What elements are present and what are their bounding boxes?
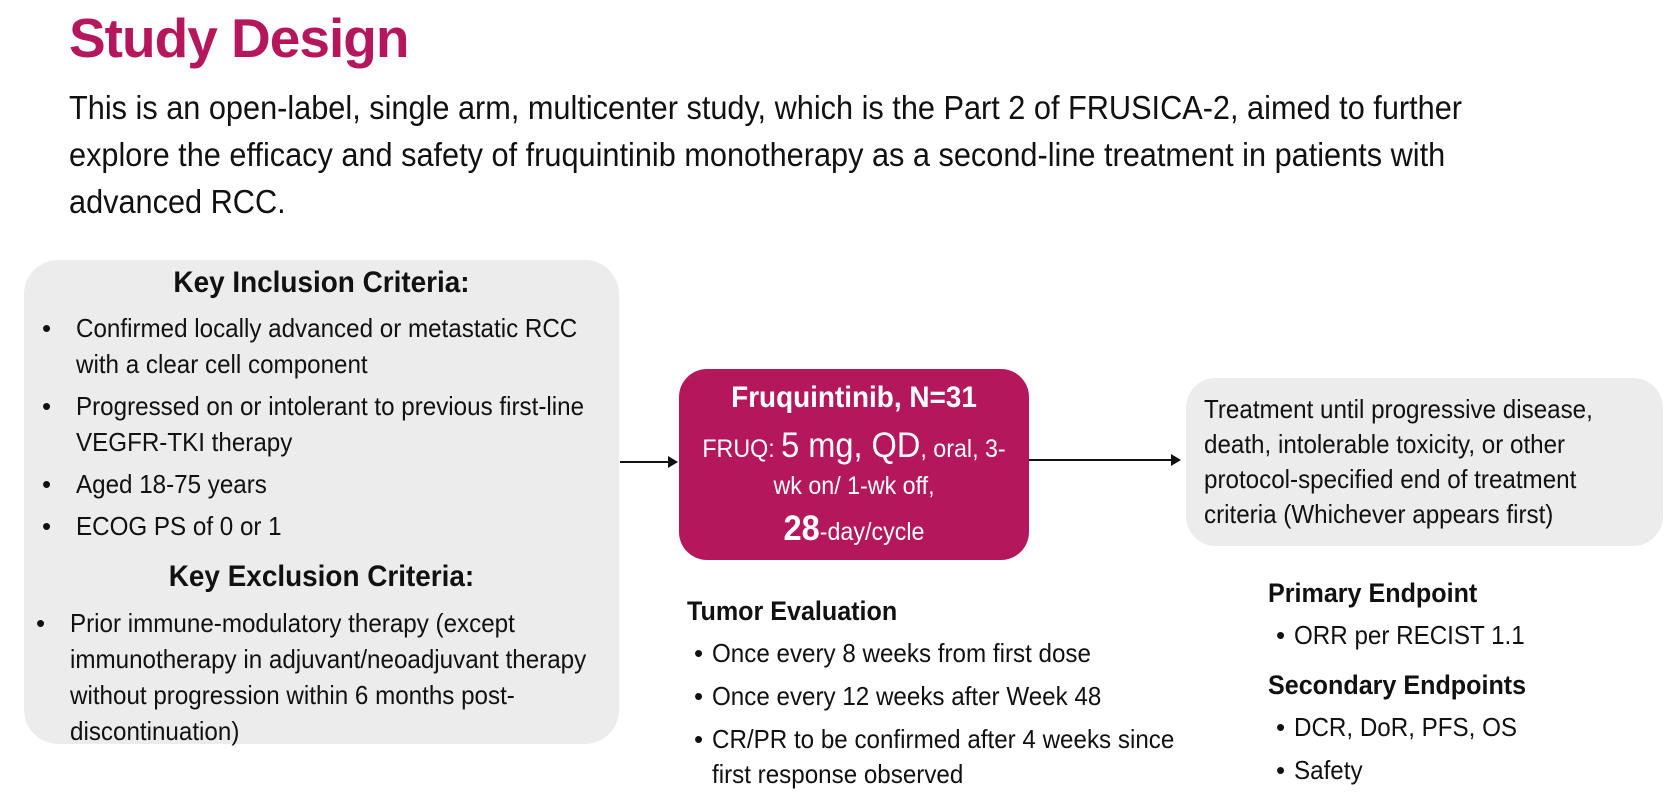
secondary-endpoints-heading: Secondary Endpoints [1268, 670, 1527, 700]
intro-line: This is an open-label, single arm, multi… [69, 89, 1462, 126]
tumor-evaluation-item: Once every 12 weeks after Week 48 [690, 679, 1209, 714]
outcome-box: Treatment until progressive disease, dea… [1186, 378, 1663, 546]
exclusion-list: Prior immune-modulatory therapy (except … [26, 605, 625, 755]
tumor-evaluation-item: CR/PR to be confirmed after 4 weeks sinc… [690, 722, 1209, 792]
inclusion-list: Confirmed locally advanced or metastatic… [32, 310, 622, 550]
exclusion-heading: Key Exclusion Criteria: [168, 560, 475, 593]
inclusion-item: Confirmed locally advanced or metastatic… [32, 310, 622, 382]
inclusion-item: ECOG PS of 0 or 1 [32, 508, 622, 544]
exclusion-item: Prior immune-modulatory therapy (except … [26, 605, 625, 749]
inclusion-item: Aged 18-75 years [32, 466, 622, 502]
endpoint-item: ORR per RECIST 1.1 [1272, 618, 1542, 653]
endpoint-item: DCR, DoR, PFS, OS [1272, 710, 1534, 745]
treatment-box: Fruquintinib, N=31 FRUQ: 5 mg, QD, oral,… [679, 369, 1029, 560]
arrow-to-outcome [1029, 454, 1181, 466]
treatment-dose: FRUQ: 5 mg, QD, oral, 3- wk on/ 1-wk off… [702, 426, 1006, 500]
inclusion-heading: Key Inclusion Criteria: [173, 266, 470, 299]
treatment-cycle: 28-day/cycle [783, 509, 925, 548]
tumor-evaluation-list: Once every 8 weeks from first dose Once … [690, 636, 1209, 800]
criteria-panel: Key Inclusion Criteria: Confirmed locall… [24, 260, 622, 746]
tumor-evaluation-item: Once every 8 weeks from first dose [690, 636, 1209, 671]
page-title: Study Design [69, 7, 409, 69]
outcome-text: Treatment until progressive disease, dea… [1204, 394, 1593, 529]
tumor-evaluation-heading: Tumor Evaluation [687, 596, 898, 626]
endpoint-item: Safety [1272, 753, 1534, 788]
intro-line: advanced RCC. [69, 183, 286, 220]
secondary-endpoints-list: DCR, DoR, PFS, OS Safety [1272, 710, 1534, 796]
intro-paragraph: This is an open-label, single arm, multi… [69, 84, 1520, 225]
treatment-name: Fruquintinib, N=31 [731, 381, 977, 414]
primary-endpoint-list: ORR per RECIST 1.1 [1272, 618, 1542, 661]
intro-line: explore the efficacy and safety of fruqu… [69, 136, 1446, 173]
primary-endpoint-heading: Primary Endpoint [1268, 578, 1478, 608]
arrow-to-treatment [620, 456, 678, 468]
inclusion-item: Progressed on or intolerant to previous … [32, 388, 622, 460]
